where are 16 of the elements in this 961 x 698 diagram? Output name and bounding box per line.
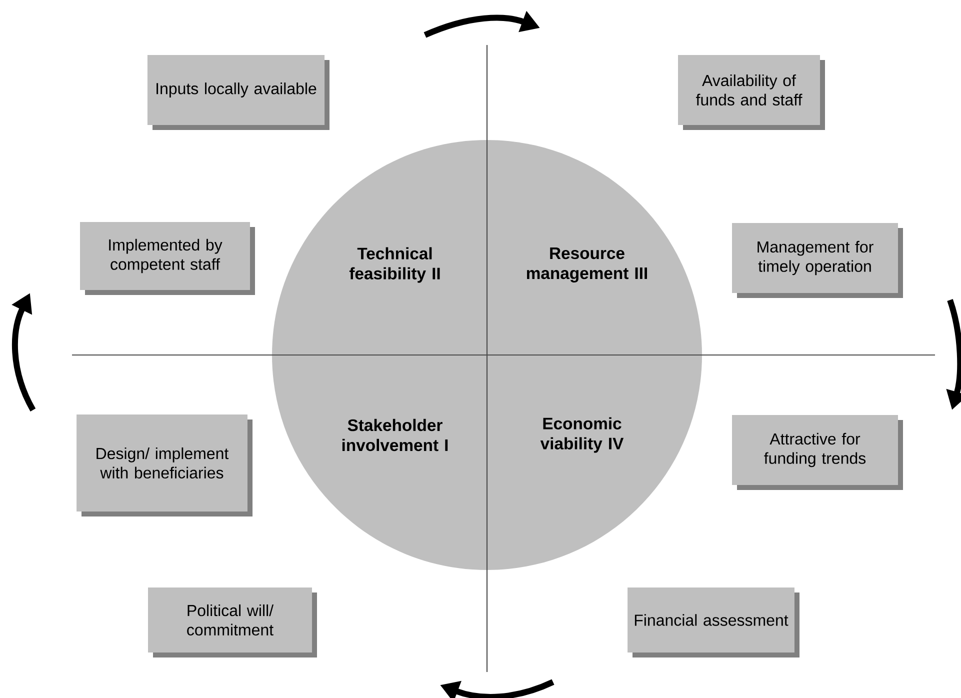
circle-quadrant: Stakeholder involvement I: [272, 354, 487, 570]
circle-quadrant: Economic viability IV: [487, 354, 702, 570]
text-box: Attractive for funding trends: [732, 414, 903, 490]
node-label: Economic viability IV: [540, 417, 624, 453]
node-label: Resource management III: [526, 247, 648, 282]
text-box: Design/ implement with beneficiaries: [76, 414, 253, 516]
text-box: Implemented by competent staff: [80, 222, 255, 295]
text-box: Management for timely operation: [732, 222, 903, 298]
text-box: Inputs locally available: [147, 54, 330, 130]
node-label: Stakeholder involvement I: [342, 418, 448, 452]
text-box: Availability of funds and staff: [678, 54, 825, 130]
text-box: Financial assessment: [628, 587, 800, 658]
circle-quadrant: Resource management III: [487, 140, 702, 355]
circle-quadrant: Technical feasibility II: [272, 140, 487, 355]
text-box: Political will/ commitment: [148, 587, 317, 658]
node-label: Technical feasibility II: [349, 247, 440, 283]
